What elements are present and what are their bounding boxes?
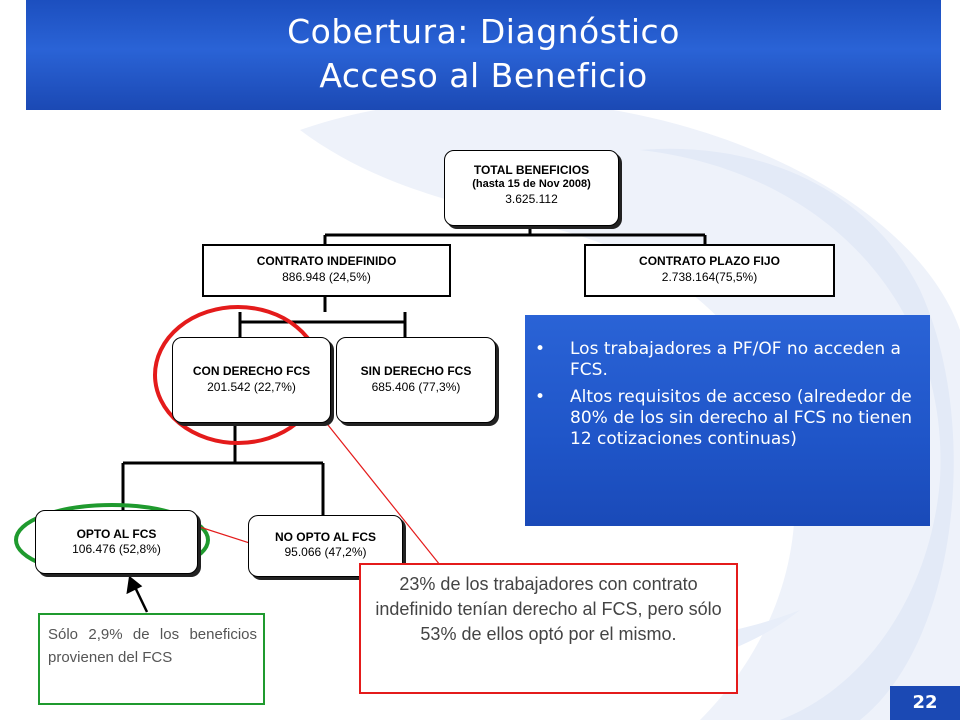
info-bullet-list: • Los trabajadores a PF/OF no acceden a … [535,339,920,456]
box-con-derecho-fcs: CON DERECHO FCS 201.542 (22,7%) [172,337,331,423]
highlight-ellipse-green [14,503,210,577]
bullet-icon: • [535,387,546,407]
info-bullet: • Los trabajadores a PF/OF no acceden a … [535,339,901,380]
connector-indefinido-split [238,295,407,337]
box-contrato-plazo-fijo: CONTRATO PLAZO FIJO 2.738.164(75,5%) [584,244,835,297]
connector-total-split [323,225,707,244]
arrow-red-to-con-derecho [311,404,441,566]
note-red: 23% de los trabajadores con contrato ind… [359,563,738,694]
slide-subtitle: Acceso al Beneficio [319,56,648,95]
bullet-icon: • [535,339,546,359]
note-green: Sólo 2,9% de los beneficios provienen de… [38,613,265,705]
info-panel: • Los trabajadores a PF/OF no acceden a … [525,315,930,526]
box-sin-derecho-fcs: SIN DERECHO FCS 685.406 (77,3%) [336,337,496,423]
page-number: 22 [890,686,960,720]
box-opto-al-fcs: OPTO AL FCS 106.476 (52,8%) [35,510,198,574]
slide-title: Cobertura: Diagnóstico [287,12,680,51]
title-bar: Cobertura: Diagnóstico Acceso al Benefic… [26,0,941,110]
box-contrato-indefinido: CONTRATO INDEFINIDO 886.948 (24,5%) [202,244,451,297]
info-bullet: • Altos requisitos de acceso (alrededor … [535,387,913,449]
connector-con-derecho-split [121,425,325,515]
box-total-beneficios: TOTAL BENEFICIOS (hasta 15 de Nov 2008) … [444,150,619,226]
arrow-green-to-opto [132,584,149,613]
